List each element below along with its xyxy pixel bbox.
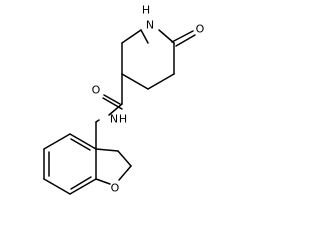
- ring-nh-h-label: H: [142, 4, 150, 17]
- lactam-oxygen-label: O: [196, 23, 205, 36]
- amide-h-label: H: [119, 113, 127, 126]
- bond-aryl-1-inner: [70, 138, 91, 151]
- bond-ch2-to-nh: [121, 29, 142, 44]
- ring-nh-n-label: N: [146, 19, 154, 32]
- bond-aryl-5-inner: [70, 176, 92, 190]
- bond-aryl-2: [43, 133, 71, 150]
- bond-ch2-to-ch2: [147, 73, 175, 90]
- bond-o-to-ch2: [118, 165, 132, 181]
- bond-ch2-to-ch2-furan: [117, 150, 132, 167]
- bond-aryl-5: [69, 178, 97, 195]
- bond-ch2-to-ch: [121, 73, 149, 90]
- bond-amide-c-to-n: [108, 103, 123, 116]
- bond-lactam-co-1: [171, 30, 194, 43]
- bond-aryl-to-o: [95, 178, 111, 185]
- bond-ring-nh-to-ch2: [140, 29, 149, 44]
- bond-lactam-co-2: [175, 34, 196, 47]
- bond-ch2-to-aryl-furan: [95, 148, 119, 152]
- bond-aryl-1: [69, 133, 97, 150]
- amide-n-label: N: [110, 113, 118, 126]
- molecule-structure: H N O O N H O: [43, 4, 205, 195]
- amide-oxygen-label: O: [92, 84, 101, 97]
- bond-amide-co-1: [103, 94, 121, 105]
- furan-oxygen-label: O: [111, 182, 120, 195]
- bond-ring-nh-to-co: [158, 29, 175, 44]
- bond-aryl-4: [43, 178, 71, 195]
